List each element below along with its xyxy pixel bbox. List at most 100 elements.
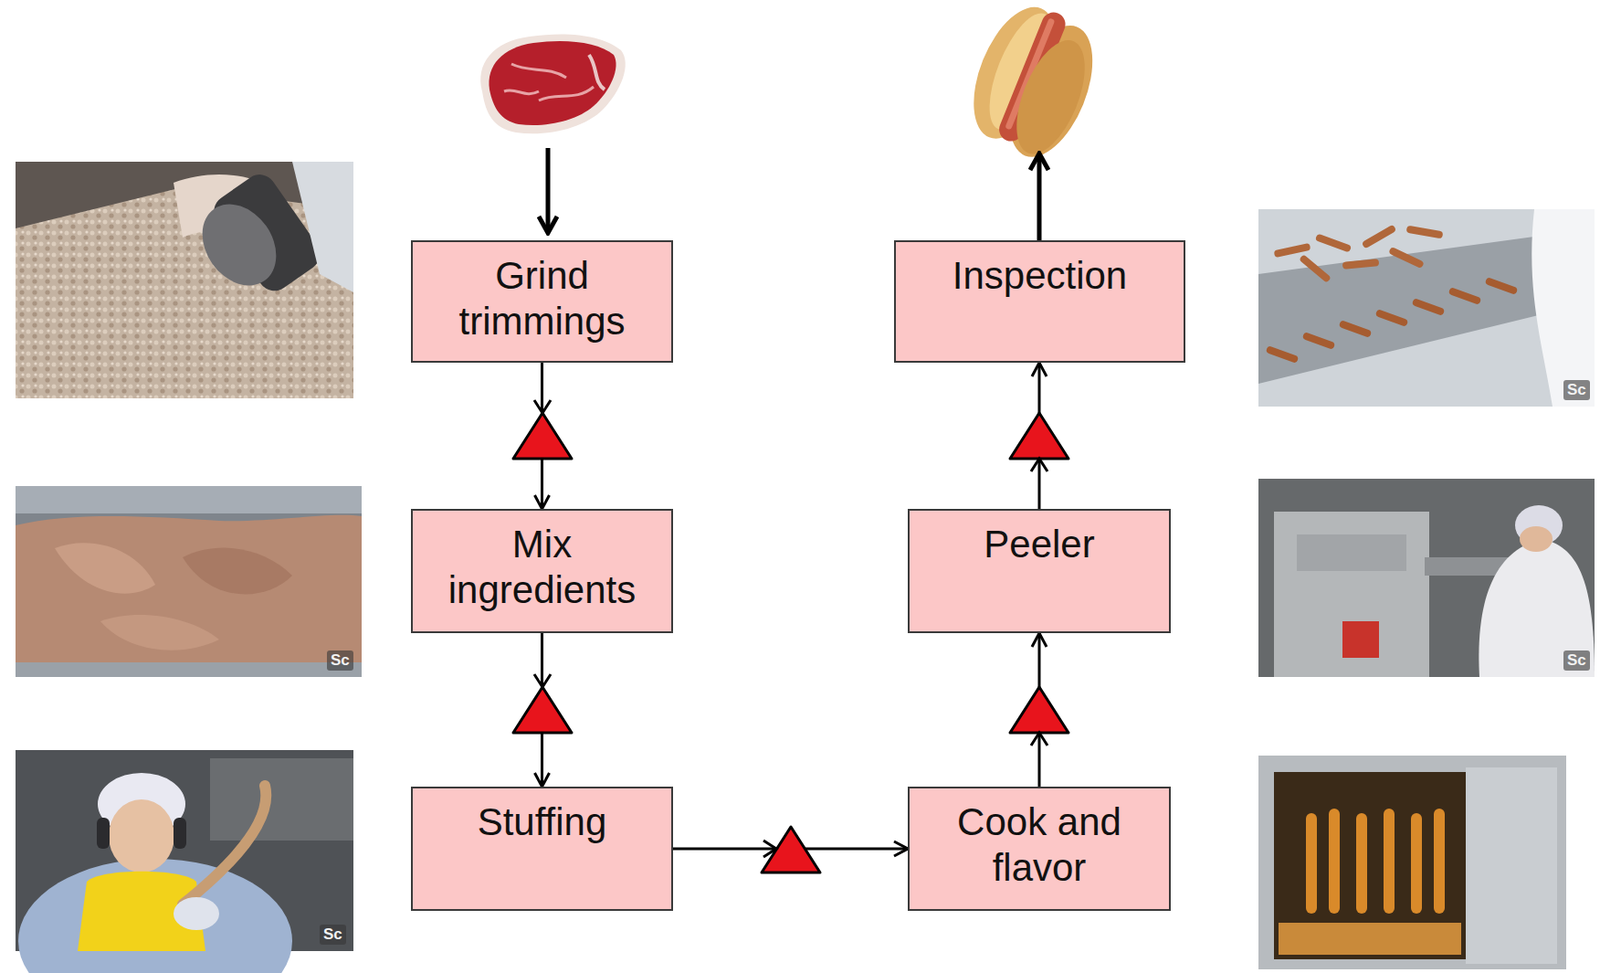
mixer-photo-part (15, 662, 362, 677)
mixer-photo-part (15, 485, 362, 514)
inspection-photo-part-part (1315, 232, 1352, 253)
inventory-triangle (761, 826, 821, 873)
peeler-photo-part (1519, 526, 1553, 552)
smokehouse-photo-part (1305, 808, 1445, 914)
watermark: Sc (326, 650, 354, 671)
input-arrow (546, 147, 551, 233)
inspection-photo-part-part (1302, 331, 1337, 350)
inventory-triangle-part (513, 686, 572, 733)
mixer-photo-part (54, 542, 156, 593)
smokehouse-photo-part-part (1410, 812, 1422, 914)
inventory-triangle (513, 673, 572, 733)
process-box: Peeler (907, 508, 1171, 633)
peeler-photo-part (1342, 621, 1379, 658)
grinder-photo-part (292, 161, 354, 293)
stuffing-photo (15, 749, 354, 973)
inspection-photo-part (1531, 209, 1595, 407)
stuffing-photo-part (173, 817, 187, 849)
smokehouse-photo (1258, 755, 1567, 969)
smokehouse-photo-part-part (1383, 808, 1395, 914)
step-label: Grind trimmings (421, 252, 663, 346)
step-label: Cook and flavor (918, 799, 1160, 892)
inspection-photo-part-part (1298, 253, 1332, 284)
steak-picture (480, 33, 626, 134)
inventory-triangle-part (1010, 412, 1069, 459)
mixer-photo-part (100, 614, 220, 651)
watermark: Sc (1563, 379, 1590, 400)
hot-dog-picture-part (1002, 31, 1099, 164)
smokehouse-photo-part-part (1356, 812, 1368, 914)
inventory-triangle-part (763, 840, 777, 857)
stuffing-photo-part (108, 799, 175, 873)
inspection-photo-part-part (1265, 345, 1300, 364)
inventory-triangle (1010, 686, 1069, 746)
inspection-photo-part (1265, 276, 1519, 364)
mixer-photo-part (15, 515, 362, 677)
inventory-triangle-part (513, 412, 572, 459)
stuffing-photo-part (96, 817, 110, 849)
smokehouse-photo-part (1273, 771, 1466, 959)
stuffing-photo-part (210, 757, 354, 841)
stuffing-photo-part (173, 896, 220, 930)
inspection-photo-part-part (1484, 276, 1519, 295)
output-arrow (1037, 153, 1043, 241)
stuffing-photo-part (182, 785, 266, 905)
inspection-photo-part (1258, 209, 1595, 407)
inventory-triangle (1010, 412, 1069, 472)
inspection-photo (1258, 209, 1595, 407)
smokehouse-photo-part-part (1328, 808, 1340, 914)
smokehouse-photo-part (1465, 767, 1558, 964)
inspection-photo-part-part (1342, 258, 1380, 269)
watermark: Sc (1563, 650, 1590, 671)
inventory-triangle-part (534, 673, 551, 687)
process-box: Grind trimmings (410, 240, 674, 363)
inspection-photo-part-part (1406, 225, 1444, 240)
inspection-photo-part-part (1448, 286, 1483, 306)
inspection-photo-part-part (1375, 308, 1410, 327)
step-label: Peeler (983, 521, 1095, 568)
smokehouse-photo-part (1258, 755, 1567, 969)
smokehouse-photo-part-part (1433, 808, 1445, 914)
inspection-photo-part-part (1411, 297, 1446, 316)
steak-picture-part (488, 41, 616, 126)
peeler-photo-part (1273, 511, 1430, 677)
mixer-photo-part (15, 485, 362, 677)
grinder-photo (15, 161, 354, 399)
smokehouse-photo-part-part (1305, 812, 1317, 914)
peeler-photo-part (1478, 538, 1595, 677)
inventory-triangle-part (1031, 458, 1048, 472)
inventory-triangle-part (534, 400, 551, 413)
inspection-photo-part (1273, 224, 1444, 284)
inspection-photo-part-part (1388, 246, 1425, 269)
process-box: Stuffing (410, 786, 674, 911)
grinder-photo-part (187, 189, 292, 300)
steak-picture-part (504, 63, 594, 101)
peeler-photo-part (1296, 534, 1407, 571)
process-box: Mix ingredients (410, 508, 674, 633)
peeler-photo-part (1258, 478, 1595, 677)
watermark: Sc (319, 924, 347, 945)
step-label: Inspection (952, 252, 1127, 299)
inventory-triangle-part (1031, 732, 1048, 746)
process-box: Inspection (894, 240, 1186, 363)
step-label: Mix ingredients (421, 521, 663, 614)
process-box: Cook and flavor (907, 786, 1171, 911)
mixer-photo-part (182, 547, 293, 595)
inventory-triangle-part (761, 826, 821, 873)
hot-dog-picture (955, 0, 1111, 169)
step-label: Stuffing (477, 799, 608, 845)
mixer-photo (15, 485, 362, 677)
peeler-photo (1258, 478, 1595, 677)
inspection-photo-part-part (1361, 224, 1398, 250)
inspection-photo-part-part (1273, 242, 1312, 258)
inventory-triangle-part (1010, 686, 1069, 733)
grinder-photo-part (15, 161, 354, 399)
inventory-triangle (513, 400, 572, 459)
stuffing-photo-part (18, 858, 293, 973)
smokehouse-photo-part (1278, 922, 1462, 955)
inspection-photo-part-part (1338, 319, 1373, 338)
